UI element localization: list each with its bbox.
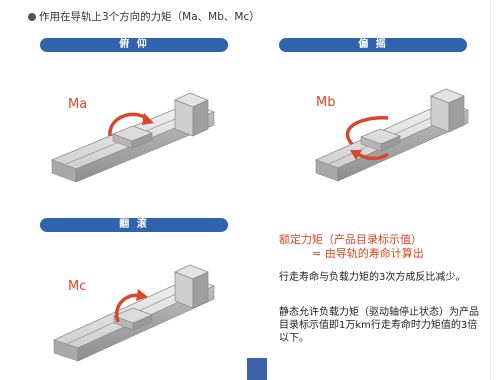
- yaw-arrowhead-icon: [350, 150, 362, 160]
- pitch-arrowhead-icon: [142, 113, 154, 125]
- moment-label-mb: Mb: [316, 95, 335, 110]
- yaw-header-label: 偏 摇: [358, 39, 388, 50]
- pitch-actuator-diagram: Ma: [50, 92, 216, 183]
- life-moment-paragraph: 行走寿命与负载力矩的3次方成反比减少。: [279, 272, 466, 283]
- roll-header-label: 翻 滚: [119, 219, 149, 230]
- pitch-header-label: 俯 仰: [119, 39, 149, 50]
- page-edge-divider: [490, 0, 491, 380]
- bullet-icon: [28, 13, 36, 21]
- pitch-header: 俯 仰: [40, 38, 228, 52]
- moment-label-ma: Ma: [68, 97, 87, 112]
- yaw-moment-arrow-icon: [345, 116, 389, 146]
- yaw-actuator-diagram: Mb: [314, 88, 470, 182]
- page-marker: [247, 358, 267, 380]
- roll-actuator-diagram: Mc: [52, 264, 216, 362]
- yaw-moment-arrow-lower-icon: [357, 152, 390, 161]
- moment-label-mc: Mc: [68, 279, 86, 294]
- rated-moment-note: 额定力矩（产品目录标示值） = 由导轨的寿命计算出: [279, 233, 479, 261]
- rated-moment-line1: 额定力矩（产品目录标示值）: [279, 233, 422, 246]
- page-title: 作用在导轨上3个方向的力矩（Ma、Mb、Mc）: [28, 10, 260, 24]
- roll-arrowhead-icon: [136, 289, 148, 301]
- static-moment-paragraph: 静态允许负载力矩（驱动轴停止状态）为产品目录标示值即1万km行走寿命时力矩值的3…: [279, 307, 479, 344]
- yaw-header: 偏 摇: [279, 38, 467, 52]
- rated-moment-line2: = 由导轨的寿命计算出: [312, 247, 424, 260]
- roll-header: 翻 滚: [40, 218, 228, 232]
